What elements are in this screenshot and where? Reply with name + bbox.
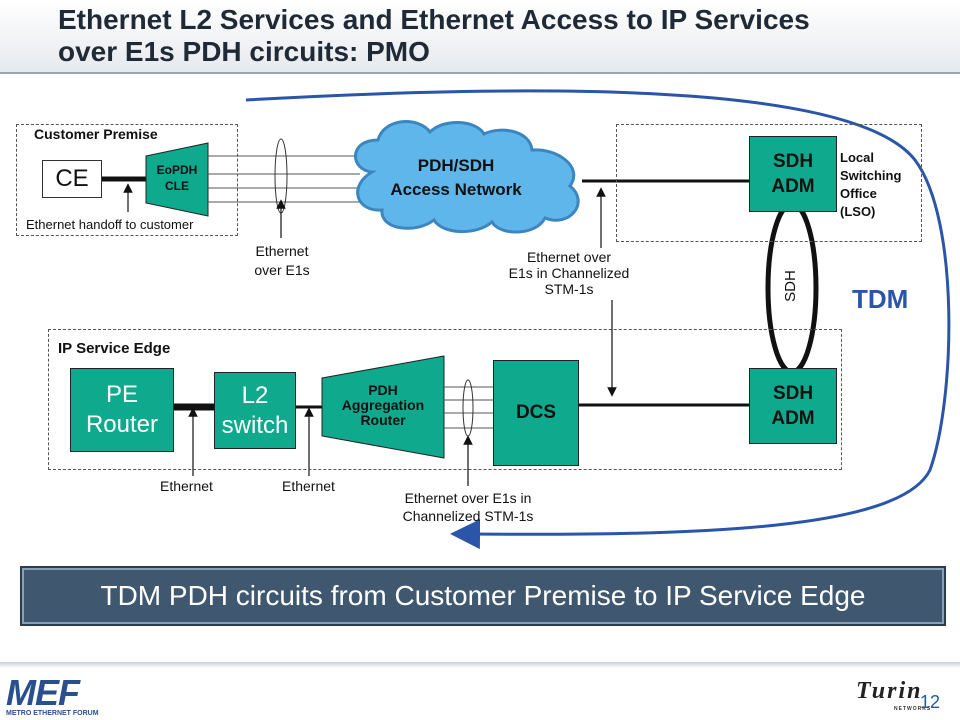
ethernet-handoff-label: Ethernet handoff to customer (26, 217, 194, 232)
tdm-path (245, 89, 951, 550)
customer-premise-zone (16, 124, 238, 236)
ethernet-over-e1s-label: Ethernet over E1s (254, 243, 310, 278)
tdm-label: TDM (852, 284, 909, 314)
mef-logo: MEF METRO ETHERNET FORUM (6, 672, 99, 718)
lso-zone (616, 124, 922, 242)
page-title: Ethernet L2 Services and Ethernet Access… (58, 4, 810, 68)
dcs-box: DCS (493, 360, 579, 466)
customer-premise-label: Customer Premise (34, 126, 158, 142)
lso-label: Local Switching Office (LSO) (840, 150, 902, 219)
ce-label: CE (55, 165, 89, 192)
ip-service-edge-zone (48, 329, 842, 470)
summary-banner-text: TDM PDH circuits from Customer Premise t… (100, 580, 866, 611)
ce-box: CE (42, 160, 102, 198)
ethernet-label-2: Ethernet (282, 478, 335, 494)
ip-service-edge-label: IP Service Edge (58, 340, 171, 357)
ethernet-over-stm-lower-label: Ethernet over E1s in Channelized STM-1s (402, 490, 534, 524)
turin-logo-sub: NETWORKS (894, 706, 932, 712)
l2-switch: L2 switch (214, 372, 296, 449)
summary-banner: TDM PDH circuits from Customer Premise t… (20, 566, 946, 626)
page-number: 12 (920, 692, 941, 712)
pdh-aggregation-shape (321, 355, 445, 459)
title-line-1: Ethernet L2 Services and Ethernet Access… (58, 4, 810, 35)
title-line-2: over E1s PDH circuits: PMO (58, 36, 430, 67)
footer-divider (0, 662, 960, 668)
pdh-aggregation-router-label: PDH Aggregation Router (341, 382, 425, 428)
ethernet-over-stm-upper-label: Ethernet over E1s in Channelized STM-1s (508, 249, 630, 297)
turin-logo: Turin (856, 678, 923, 704)
sdh-ring-label: SDH (782, 270, 799, 302)
edge-sdh-adm: SDH ADM (749, 368, 837, 444)
title-bar (0, 0, 960, 74)
ethernet-label-1: Ethernet (160, 478, 213, 494)
pe-router: PE Router (70, 368, 174, 452)
access-network-cloud (354, 120, 580, 234)
eopdh-cle-label: EoPDH CLE (156, 163, 198, 193)
lso-sdh-adm: SDH ADM (749, 136, 837, 212)
access-network-label: PDH/SDH Access Network (390, 156, 522, 199)
eopdh-cle-shape (145, 142, 209, 217)
